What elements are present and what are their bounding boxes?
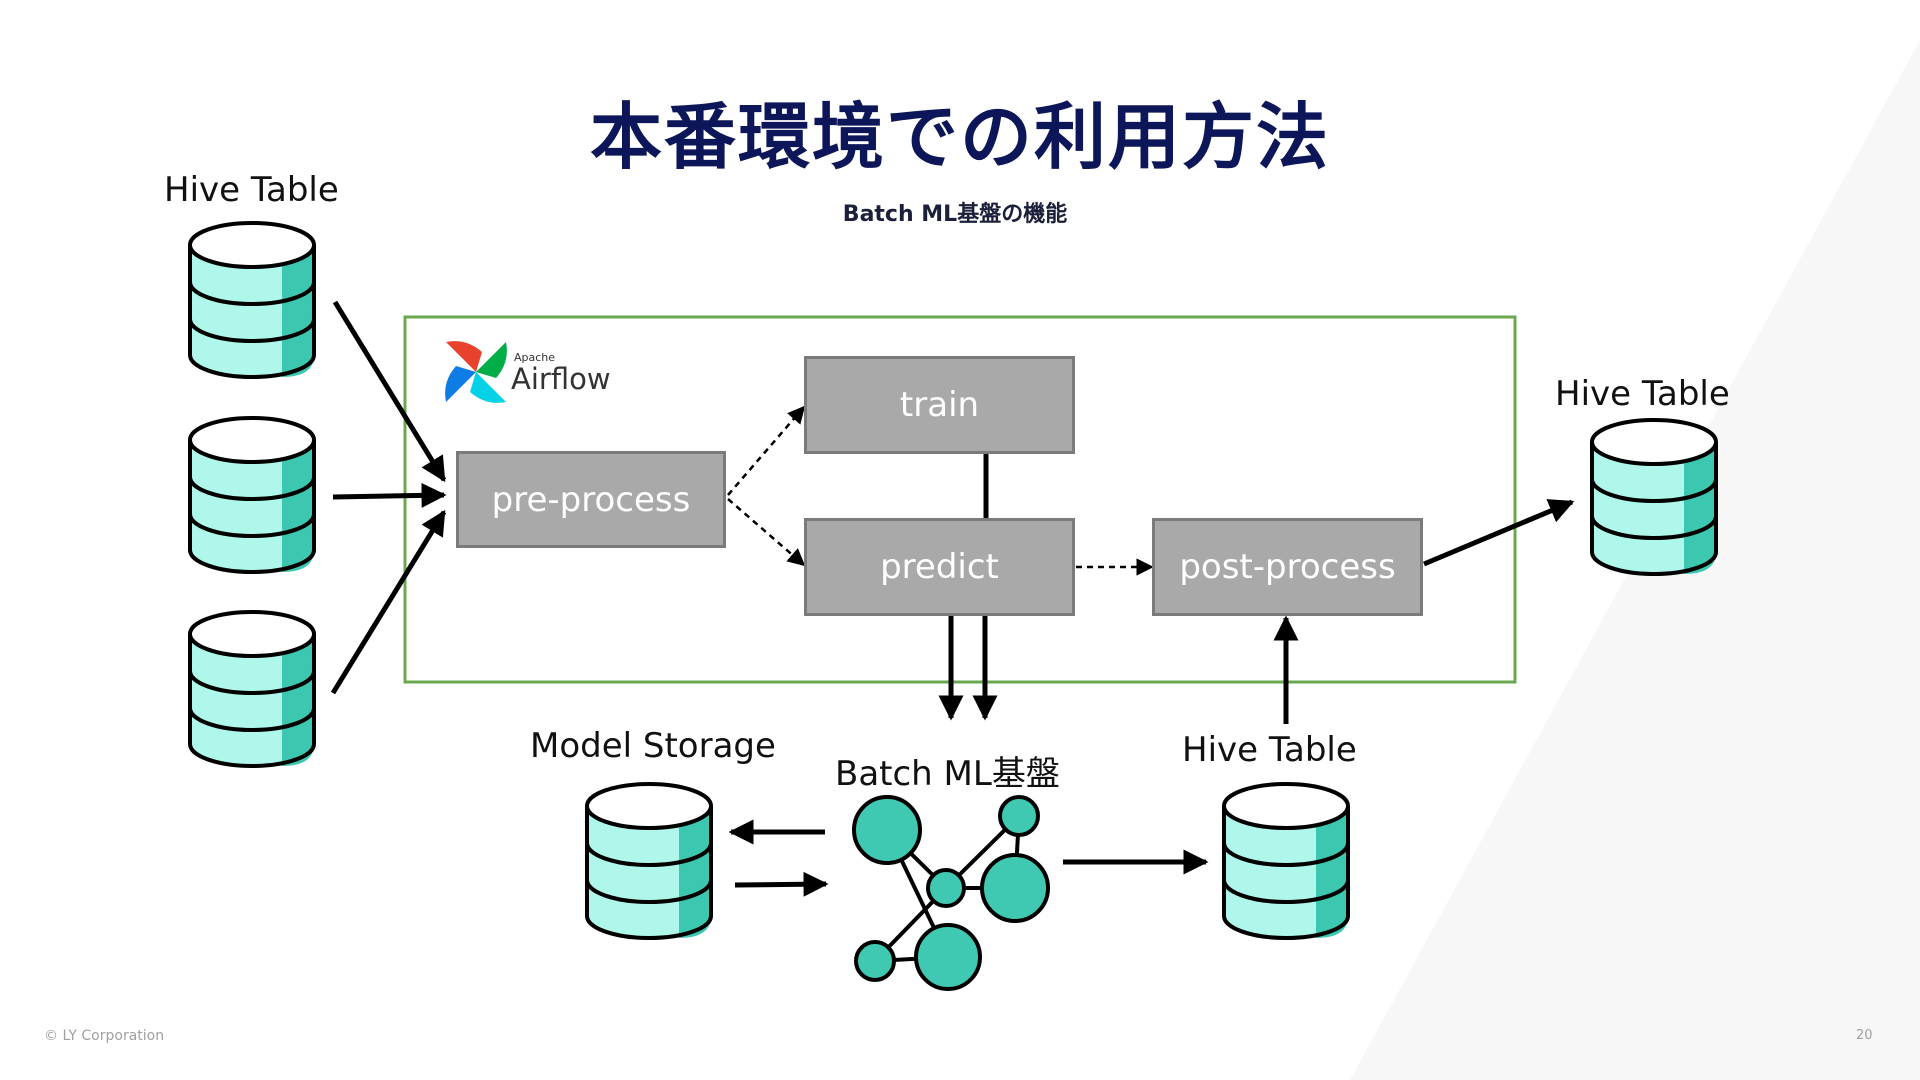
arrow-input-3: [330, 509, 447, 695]
arrow-post-to-output: [1423, 499, 1575, 567]
arrow-input-2: [332, 482, 447, 508]
hive-table-output: [1590, 418, 1718, 576]
label-hive-table-bottom: Hive Table: [1182, 730, 1357, 770]
label-hive-table-input: Hive Table: [164, 170, 339, 210]
arrow-pre-to-predict: [727, 498, 806, 567]
airflow-container: [403, 315, 1517, 684]
model-storage-db: [585, 782, 713, 940]
arrow-pre-to-train: [727, 405, 806, 496]
task-pre-process-label: pre-process: [491, 479, 691, 520]
label-batch-ml: Batch ML基盤: [835, 754, 1060, 794]
airflow-apache-label: Apache: [514, 351, 556, 364]
network-icon: [852, 795, 1050, 991]
hive-table-bottom: [1222, 782, 1350, 940]
footer-copyright: © LY Corporation: [44, 1028, 165, 1044]
task-predict: predict: [804, 518, 1075, 616]
page-number: 20: [1856, 1028, 1873, 1043]
hive-table-input-1: [188, 221, 316, 379]
hive-table-input-2: [188, 416, 316, 574]
arrow-input-1: [332, 300, 447, 483]
task-post-process: post-process: [1152, 518, 1423, 616]
task-predict-label: predict: [880, 547, 999, 587]
subtitle: Batch ML基盤の機能: [842, 202, 1068, 227]
label-model-storage: Model Storage: [530, 726, 776, 766]
page-title: 本番環境での利用方法: [589, 95, 1330, 179]
task-pre-process: pre-process: [456, 451, 726, 548]
airflow-name-label: Airflow: [511, 362, 611, 396]
airflow-logo-icon: [445, 341, 507, 403]
task-train-label: train: [899, 385, 980, 425]
hive-table-input-3: [188, 610, 316, 768]
task-train: train: [804, 356, 1075, 454]
label-hive-table-output: Hive Table: [1555, 374, 1730, 414]
arrow-storage-to-batch: [734, 871, 829, 897]
task-post-process-label: post-process: [1179, 547, 1396, 587]
